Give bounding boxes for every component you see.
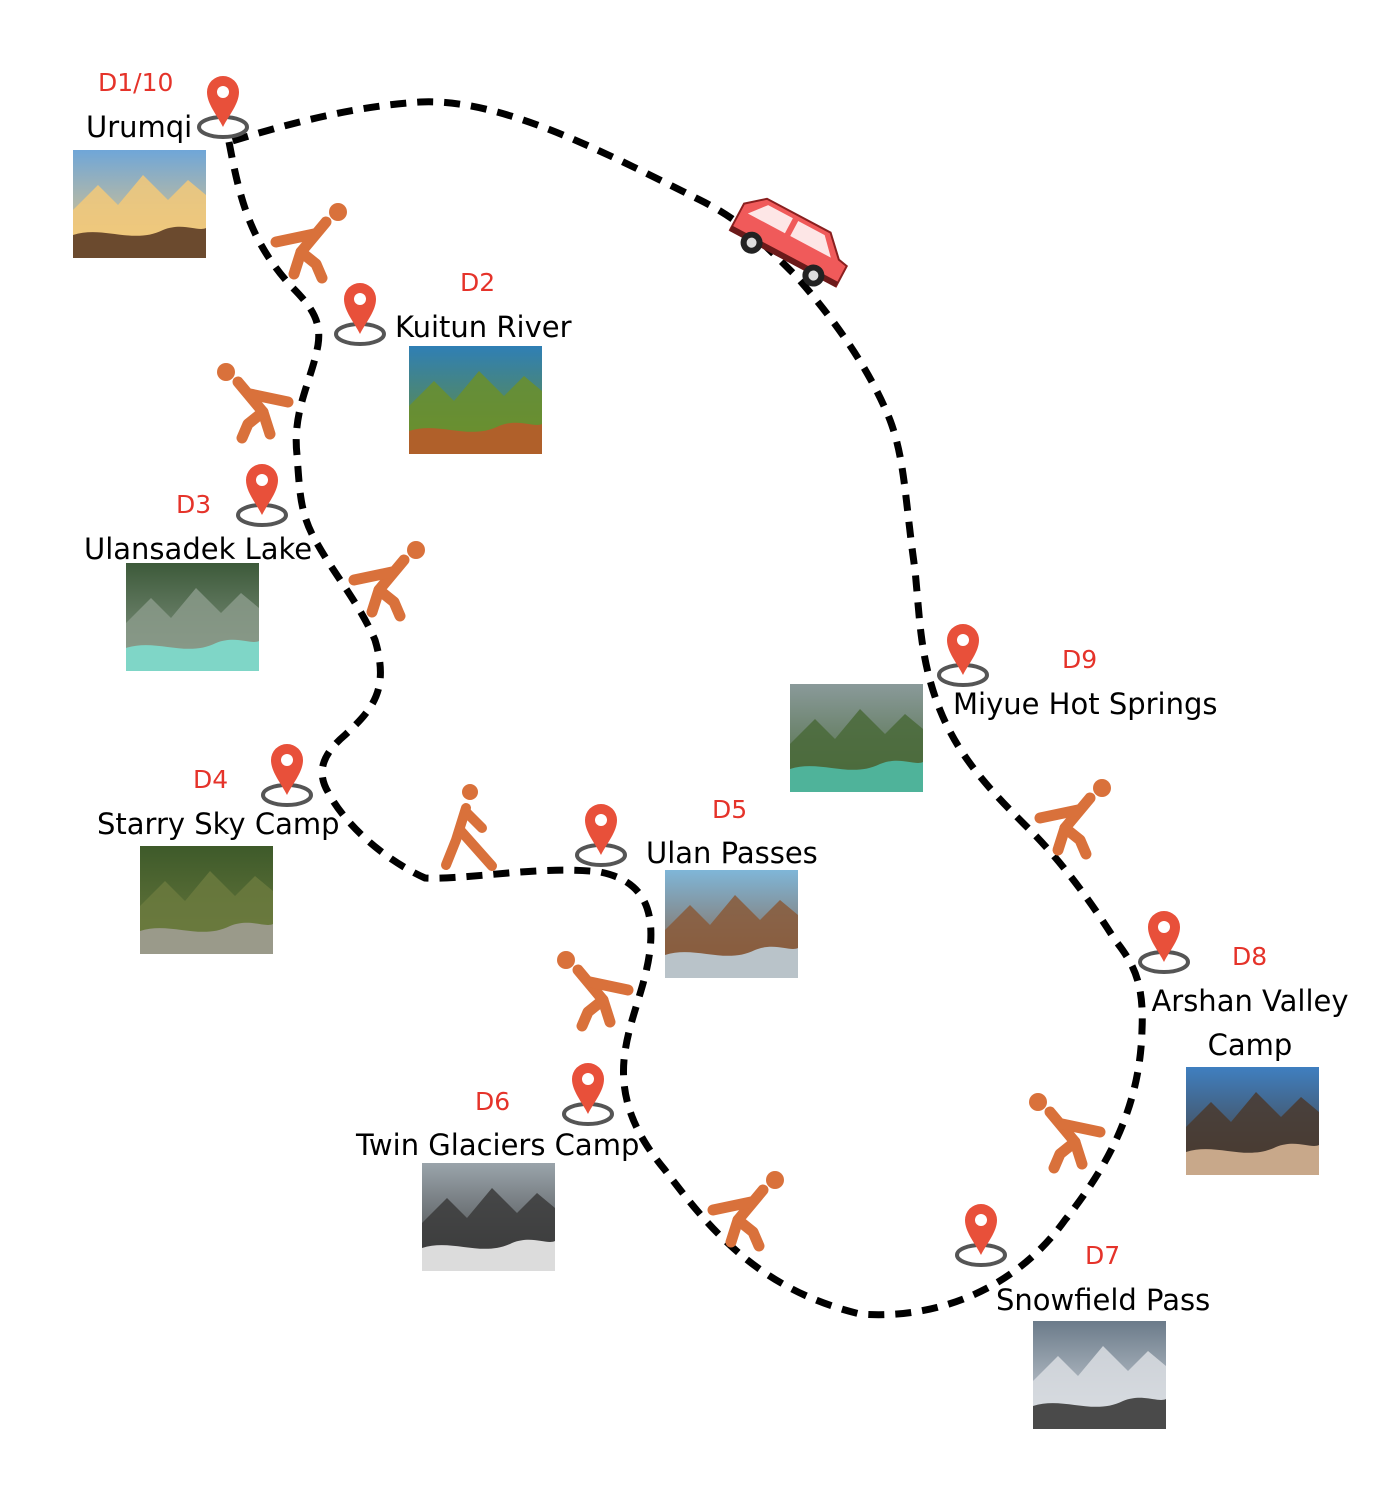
day-label: D6 bbox=[475, 1087, 511, 1116]
walking-person-icon bbox=[441, 784, 497, 871]
glacier-photo bbox=[422, 1163, 555, 1271]
day-label: D8 bbox=[1232, 942, 1268, 971]
red-car-icon bbox=[728, 197, 849, 288]
city-skyline-photo bbox=[73, 150, 206, 258]
stop-name: Snowfield Pass bbox=[996, 1283, 1211, 1317]
hiking-person-icon bbox=[707, 1171, 784, 1252]
location-pin-icon bbox=[575, 804, 627, 867]
stop-name: Urumqi bbox=[86, 110, 193, 144]
location-pin-icon bbox=[261, 744, 313, 807]
turquoise-lake-photo bbox=[126, 563, 259, 671]
stop-name: Arshan Valley Camp bbox=[1151, 984, 1349, 1062]
location-pin-icon bbox=[562, 1063, 614, 1126]
hiking-person-icon bbox=[348, 541, 425, 622]
location-pin-icon bbox=[955, 1204, 1007, 1267]
location-pin-icon bbox=[236, 464, 288, 527]
river-canyon-photo bbox=[409, 346, 542, 454]
location-pin-icon bbox=[334, 283, 386, 346]
location-pin-icon bbox=[197, 76, 249, 139]
stop-name: Twin Glaciers Camp bbox=[356, 1128, 640, 1162]
hiking-person-icon bbox=[217, 363, 294, 444]
stop-name: Kuitun River bbox=[395, 310, 572, 344]
hiking-person-icon bbox=[1034, 779, 1111, 860]
location-pin-icon bbox=[937, 624, 989, 687]
day-label: D7 bbox=[1085, 1241, 1121, 1270]
hiking-person-icon bbox=[270, 203, 347, 284]
location-pin-icon bbox=[1138, 911, 1190, 974]
trek-route-line bbox=[224, 98, 1146, 1319]
stop-name: Ulan Passes bbox=[646, 836, 818, 870]
alpine-lake-photo bbox=[790, 684, 923, 792]
stop-name: Starry Sky Camp bbox=[97, 807, 340, 841]
day-label: D9 bbox=[1062, 645, 1098, 674]
hiking-person-icon bbox=[557, 951, 634, 1032]
stop-name: Miyue Hot Springs bbox=[953, 687, 1218, 721]
hiking-person-icon bbox=[1029, 1093, 1106, 1174]
snowy-peak-photo bbox=[1033, 1321, 1166, 1429]
day-label: D2 bbox=[460, 268, 496, 297]
mountain-pass-photo bbox=[665, 870, 798, 978]
valley-sheep-photo bbox=[1186, 1067, 1319, 1175]
day-label: D1/10 bbox=[98, 68, 174, 97]
day-label: D3 bbox=[176, 490, 212, 519]
day-label: D5 bbox=[712, 795, 748, 824]
forest-stream-photo bbox=[140, 846, 273, 954]
day-label: D4 bbox=[193, 765, 229, 794]
stop-name: Ulansadek Lake bbox=[84, 532, 313, 566]
